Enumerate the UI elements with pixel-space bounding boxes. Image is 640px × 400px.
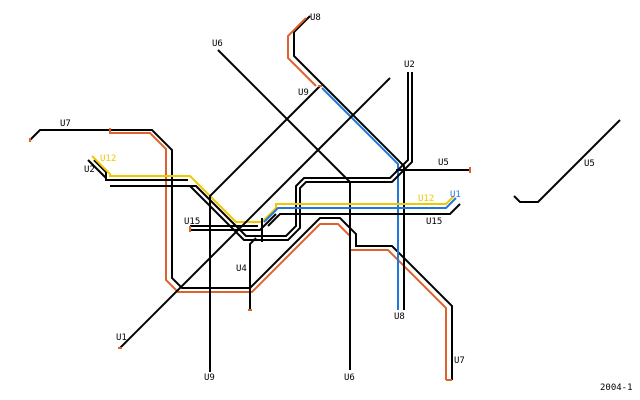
label-u1-bottom: U1: [116, 333, 127, 343]
line-u7: [29, 129, 453, 380]
label-u6-bottom: U6: [344, 373, 355, 383]
line-u9: [209, 85, 321, 372]
line-u1: [119, 77, 461, 349]
line-labels: U8 U6 U2 U9 U7 U12 U2 U5 U5 U12 U1 U15 U…: [60, 13, 633, 393]
line-u15: [190, 213, 277, 231]
label-u5-far: U5: [584, 159, 595, 169]
label-u8-bottom: U8: [394, 312, 405, 322]
label-u2-top: U2: [404, 60, 415, 70]
line-u5: [396, 119, 621, 203]
version-label: 2004-1: [600, 383, 633, 393]
label-u4: U4: [236, 264, 247, 274]
label-u15-left: U15: [184, 217, 200, 227]
label-u12-left: U12: [100, 154, 116, 164]
terminus-markers: [29, 85, 471, 381]
label-u7-bottom: U7: [454, 356, 465, 366]
line-u6: [217, 49, 351, 370]
label-u15-right: U15: [426, 217, 442, 227]
label-u6-top: U6: [212, 39, 223, 49]
line-u8: [287, 15, 405, 310]
line-u12: [87, 155, 455, 223]
label-u12-right: U12: [418, 194, 434, 204]
label-u8-top: U8: [310, 13, 321, 23]
label-u1-right: U1: [450, 190, 461, 200]
label-u9-top: U9: [298, 88, 309, 98]
label-u5-center: U5: [438, 158, 449, 168]
label-u2-left: U2: [84, 165, 95, 175]
label-u9-bottom: U9: [204, 373, 215, 383]
label-u7-left: U7: [60, 119, 71, 129]
line-u4: [249, 218, 263, 310]
